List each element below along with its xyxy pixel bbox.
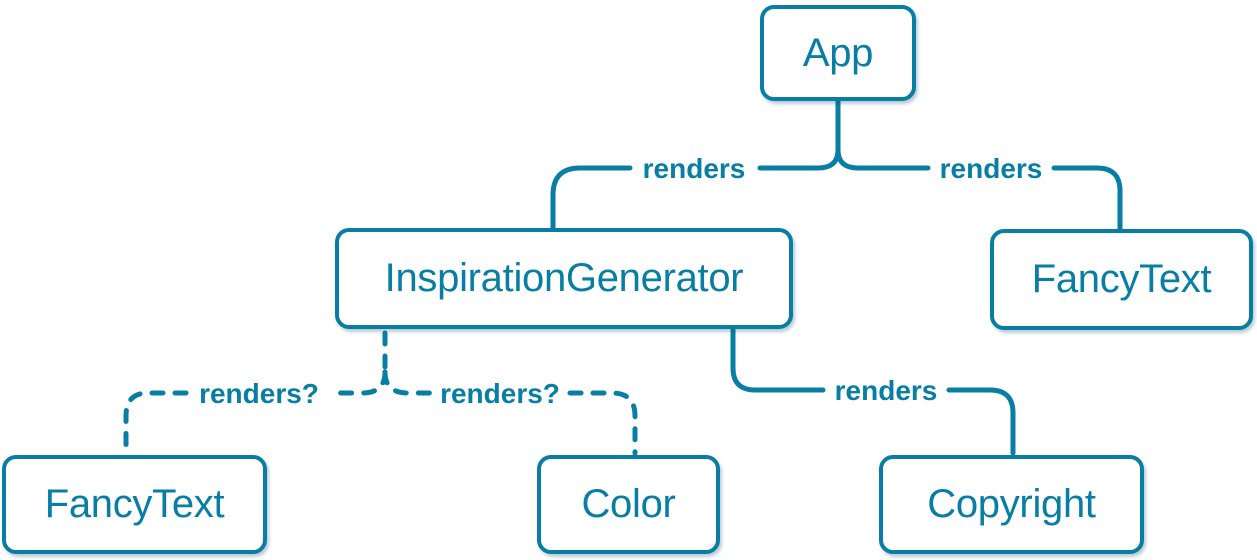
- edge-app-fancytext-line-2: [1051, 165, 1123, 232]
- edge-label-renders-question-right: renders?: [440, 378, 560, 409]
- edge-inspirationgenerator-copyright-line-2: [946, 387, 1016, 456]
- edge-app-inspirationgenerator-line-1: [757, 98, 841, 171]
- edge-app-inspirationgenerator-line-2: [550, 165, 633, 231]
- node-fancy-text-bottom: FancyText: [2, 455, 267, 554]
- node-inspiration-generator: InspirationGenerator: [335, 228, 793, 329]
- edge-inspirationgenerator-color-line-1: [382, 369, 433, 396]
- edge-label-renders-right: renders: [940, 153, 1043, 184]
- edge-app-fancytext-line-1: [835, 147, 931, 171]
- node-app: App: [760, 5, 916, 101]
- node-copyright: Copyright: [879, 455, 1144, 554]
- edge-inspirationgenerator-fancytext-line-1: [327, 369, 388, 396]
- edge-inspirationgenerator-copyright-line-1: [730, 327, 826, 393]
- edge-label-renders-copyright: renders: [835, 375, 938, 406]
- edge-label-renders-left: renders: [643, 153, 746, 184]
- edge-inspirationgenerator-color-line-2: [567, 390, 638, 456]
- edge-inspirationgenerator-fancytext-line-2: [123, 390, 189, 456]
- edge-label-renders-question-left: renders?: [199, 378, 319, 409]
- node-color: Color: [537, 455, 720, 554]
- node-fancy-text-top: FancyText: [990, 229, 1253, 330]
